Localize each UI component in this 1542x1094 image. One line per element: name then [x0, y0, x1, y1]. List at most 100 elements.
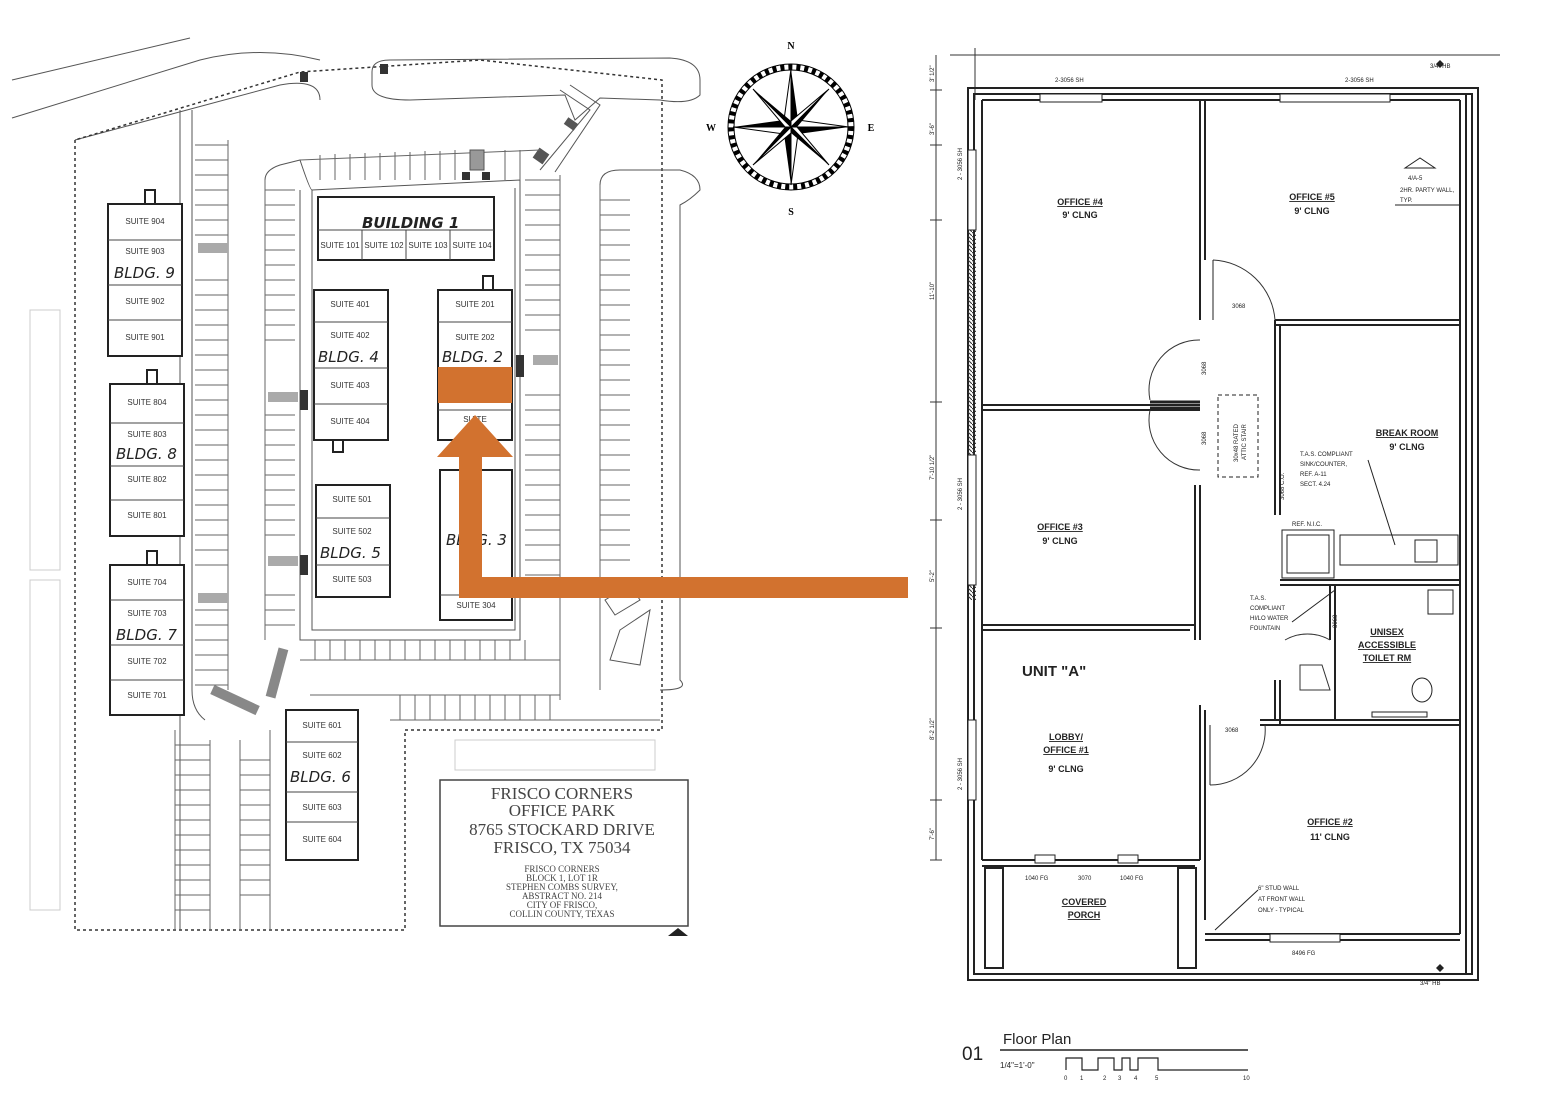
- building-1-suite: SUITE 102: [364, 241, 404, 250]
- sink-note: SINK/COUNTER,: [1300, 462, 1347, 468]
- door-tag: 3068 C.O.: [1280, 472, 1286, 500]
- building-2: SUITE 201 SUITE 202 BLDG. 2 SUITE: [437, 275, 513, 441]
- door-tag: 3068: [1225, 728, 1239, 734]
- title-address-line2: FRISCO, TX 75034: [493, 838, 631, 857]
- title-address-line1: 8765 STOCKARD DRIVE: [469, 820, 655, 839]
- room-lobby: LOBBY/: [1049, 732, 1084, 742]
- room-office-5-ceiling: 9' CLNG: [1294, 206, 1329, 216]
- compass-s-label: S: [788, 207, 794, 218]
- note-window-top-right: 2-3056 SH: [1345, 78, 1374, 84]
- room-porch: PORCH: [1068, 910, 1101, 920]
- stud-wall-note: ONLY - TYPICAL: [1258, 908, 1305, 914]
- floor-plan-caption: 01 Floor Plan 1/4"=1'-0" 0 1 2 3 4 5 10: [962, 1031, 1250, 1082]
- room-office-2: OFFICE #2: [1307, 817, 1353, 827]
- bldg-6-suite: SUITE 602: [302, 751, 342, 760]
- unit-highlight: [437, 367, 908, 598]
- compass-n-label: N: [787, 41, 795, 52]
- room-toilet: TOILET RM: [1363, 653, 1411, 663]
- note-hb-top: 3/4" HB: [1430, 64, 1450, 70]
- building-1-suite: SUITE 104: [452, 241, 492, 250]
- title-legal-line: STEPHEN COMBS SURVEY,: [506, 882, 618, 892]
- title-legal-line: ABSTRACT NO. 214: [522, 891, 603, 901]
- bldg-2-suite: SUITE 201: [455, 300, 495, 309]
- note-hb-bottom: 3/4" HB: [1420, 981, 1440, 987]
- compass-rose: N S E W: [706, 41, 875, 218]
- building-8: SUITE 804 SUITE 803 BLDG. 8 SUITE 802 SU…: [109, 369, 185, 537]
- fountain-note: T.A.S.: [1250, 596, 1266, 602]
- scale-tick: 3: [1118, 1076, 1122, 1082]
- bldg-8-suite: SUITE 802: [127, 475, 167, 484]
- room-office-5: OFFICE #5: [1289, 192, 1335, 202]
- bldg-8-suite: SUITE 801: [127, 511, 167, 520]
- room-break-room: BREAK ROOM: [1376, 428, 1439, 438]
- door-tag: 3070: [1078, 876, 1092, 882]
- bldg-4-suite: SUITE 401: [330, 300, 370, 309]
- title-legal-line: BLOCK 1, LOT 1R: [526, 873, 598, 883]
- bldg-8-label: BLDG. 8: [116, 445, 177, 463]
- parking-left: [195, 140, 295, 690]
- bldg-5-suite: SUITE 503: [332, 575, 372, 584]
- caption-title: Floor Plan: [1003, 1031, 1071, 1048]
- compass-star: [732, 68, 850, 186]
- title-name-line1: FRISCO CORNERS: [491, 784, 633, 803]
- title-legal-line: FRISCO CORNERS: [524, 864, 599, 874]
- room-office-4: OFFICE #4: [1057, 197, 1103, 207]
- window-tag: 8496 FG: [1292, 951, 1316, 957]
- bldg-5-label: BLDG. 5: [320, 544, 381, 562]
- bldg-6-label: BLDG. 6: [290, 768, 351, 786]
- building-1-suite: SUITE 103: [408, 241, 448, 250]
- dim-left: 3' 1/2": [930, 65, 936, 82]
- caption-scale: 1/4"=1'-0": [1000, 1061, 1035, 1070]
- room-lobby-ceiling: 9' CLNG: [1048, 764, 1083, 774]
- compass-w-label: W: [706, 123, 716, 134]
- building-7: SUITE 704 SUITE 703 BLDG. 7 SUITE 702 SU…: [109, 550, 185, 716]
- bldg-7-suite: SUITE 704: [127, 578, 167, 587]
- building-1-suite: SUITE 101: [320, 241, 360, 250]
- bldg-6-suite: SUITE 604: [302, 835, 342, 844]
- bldg-5-suite: SUITE 501: [332, 495, 372, 504]
- room-lobby: OFFICE #1: [1043, 745, 1089, 755]
- sink-note: T.A.S. COMPLIANT: [1300, 452, 1353, 458]
- bldg-6-suite: SUITE 601: [302, 721, 342, 730]
- bldg-2-label: BLDG. 2: [442, 348, 503, 366]
- room-toilet: UNISEX: [1370, 627, 1404, 637]
- attic-stair-note: 30x48 RATED: [1234, 423, 1240, 462]
- attic-stair-note: ATTIC STAIR: [1242, 424, 1248, 460]
- bldg-9-suite: SUITE 904: [125, 217, 165, 226]
- compass-e-label: E: [868, 123, 875, 134]
- orange-arrow: [437, 415, 908, 598]
- fountain-note: FOUNTAIN: [1250, 626, 1280, 632]
- title-legal-line: CITY OF FRISCO,: [527, 900, 597, 910]
- fountain-note: COMPLIANT: [1250, 606, 1285, 612]
- property-boundary: [74, 59, 663, 931]
- bldg-7-suite: SUITE 703: [127, 609, 167, 618]
- site-plan: BUILDING 1 SUITE 101 SUITE 102 SUITE 103…: [11, 37, 701, 936]
- bldg-4-suite: SUITE 403: [330, 381, 370, 390]
- dim-left: 3'-6": [930, 123, 936, 135]
- scale-tick: 0: [1064, 1076, 1068, 1082]
- bldg-6-suite: SUITE 603: [302, 803, 342, 812]
- dim-left: 8'-2 1/2": [930, 718, 936, 740]
- sink-note: SECT. 4.24: [1300, 482, 1331, 488]
- bldg-2-suite: SUITE 202: [455, 333, 495, 342]
- building-9: SUITE 904 SUITE 903 BLDG. 9 SUITE 902 SU…: [107, 189, 183, 357]
- room-toilet: ACCESSIBLE: [1358, 640, 1416, 650]
- bldg-4-label: BLDG. 4: [318, 348, 379, 366]
- dim-left: 7'-10 1/2": [930, 455, 936, 480]
- room-office-3-ceiling: 9' CLNG: [1042, 536, 1077, 546]
- bldg-9-suite: SUITE 903: [125, 247, 165, 256]
- dim-left: 11'-10": [930, 282, 936, 300]
- ref-note: REF. N.I.C.: [1292, 522, 1322, 528]
- bldg-5-suite: SUITE 502: [332, 527, 372, 536]
- sh-left: 2 - 3056 SH: [958, 758, 964, 790]
- dim-left: 7'-6": [930, 828, 936, 840]
- bldg-4-suite: SUITE 402: [330, 331, 370, 340]
- scale-tick: 5: [1155, 1076, 1159, 1082]
- building-5: SUITE 501 SUITE 502 BLDG. 5 SUITE 503: [315, 484, 391, 598]
- window-tag: 1040 FG: [1120, 876, 1144, 882]
- scale-bar: [1065, 1057, 1248, 1071]
- scale-tick: 1: [1080, 1076, 1084, 1082]
- door-tag: 3068: [1333, 614, 1339, 628]
- door-tag: 3068: [1202, 361, 1208, 375]
